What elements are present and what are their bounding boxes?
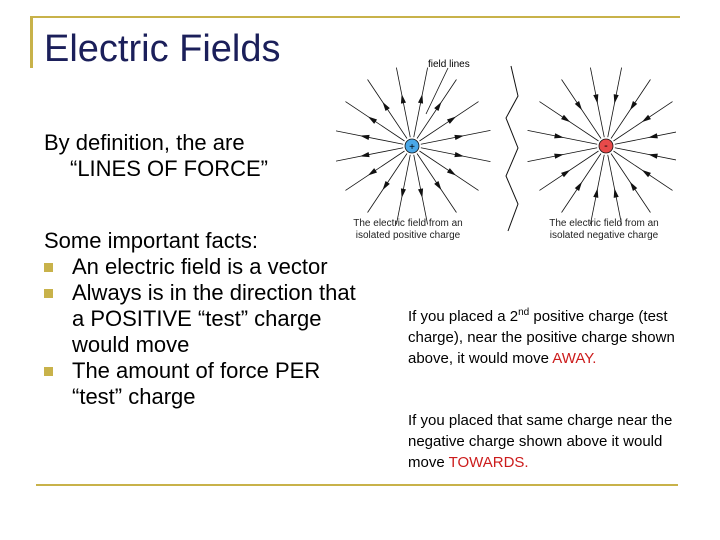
arrowhead-icon [561,169,571,178]
field-line [614,147,676,161]
arrowhead-icon [593,94,599,104]
arrowhead-icon [613,94,619,104]
list-item: Always is in the direction that a POSITI… [44,280,374,358]
intro-text: By definition, the are “LINES OF FORCE” [44,130,324,182]
arrowhead-icon [648,153,658,159]
arrowhead-icon [446,116,457,124]
negative-symbol: - [604,140,608,152]
arrowhead-icon [593,188,599,198]
top-divider [30,16,680,18]
positive-symbol: + [409,142,415,153]
field-lines-diagram: field lines + - [336,59,676,232]
note1-text-a: If you placed a 2 [408,308,519,325]
arrowhead-icon [359,134,370,140]
note-negative: If you placed that same charge near the … [408,410,688,473]
positive-caption: The electric field from an isolated posi… [353,218,463,241]
fact-text: Always is in the direction that a POSITI… [72,280,356,357]
arrowhead-icon [641,169,651,178]
note1-superscript: nd [518,307,530,318]
bullet-icon [44,289,53,298]
negative-charge-icon [598,138,614,154]
arrowhead-icon [561,114,571,123]
arrowhead-icon [629,181,638,191]
bullet-icon [44,367,53,376]
arrowhead-icon [574,181,583,191]
field-line [614,131,676,145]
facts-section: Some important facts: An electric field … [44,228,374,410]
intro-line-1: By definition, the are [44,130,245,155]
positive-charge-icon [404,138,420,154]
field-line [336,130,404,145]
facts-list: An electric field is a vector Always is … [44,254,374,410]
arrowhead-icon [454,152,465,158]
arrowhead-icon [367,168,378,176]
negative-caption: The electric field from an isolated nega… [549,218,659,241]
arrowhead-icon [554,153,564,159]
arrowhead-icon [434,180,442,191]
fact-text: The amount of force PER “test” charge [72,358,321,409]
positive-field-lines [336,67,491,225]
intro-line-2: “LINES OF FORCE” [70,156,269,181]
field-line [336,147,404,162]
negative-field-lines [527,67,676,225]
title-accent-bar [30,16,33,68]
arrowhead-icon [400,93,406,104]
list-item: The amount of force PER “test” charge [44,358,374,410]
arrowhead-icon [454,134,465,140]
arrowhead-icon [613,188,619,198]
bullet-icon [44,263,53,272]
separator-zigzag [505,65,519,232]
note2-text: If you placed that same charge near the … [408,412,673,471]
note1-text-b: positive charge (test charge), near the … [408,308,675,367]
arrowhead-icon [418,188,424,199]
field-lines-label: field lines [428,59,470,70]
arrowhead-icon [446,168,457,176]
label-pointer [425,67,449,115]
note2-emphasis: TOWARDS. [448,454,529,471]
arrowhead-icon [641,114,651,123]
list-item: An electric field is a vector [44,254,374,280]
note1-emphasis: AWAY. [552,350,597,367]
note-positive: If you placed a 2nd positive charge (tes… [408,302,682,369]
arrowhead-icon [382,101,390,112]
arrowhead-icon [574,101,583,111]
arrowhead-icon [400,188,406,199]
arrowhead-icon [367,116,378,124]
bottom-divider [36,484,678,486]
arrowhead-icon [629,101,638,111]
arrowhead-icon [648,133,658,139]
fact-text: An electric field is a vector [72,254,328,279]
arrowhead-icon [434,101,442,112]
arrowhead-icon [554,133,564,139]
arrowhead-icon [382,180,390,191]
facts-heading: Some important facts: [44,228,258,253]
arrowhead-icon [359,152,370,158]
page-title: Electric Fields [44,28,281,70]
arrowhead-icon [418,93,424,104]
